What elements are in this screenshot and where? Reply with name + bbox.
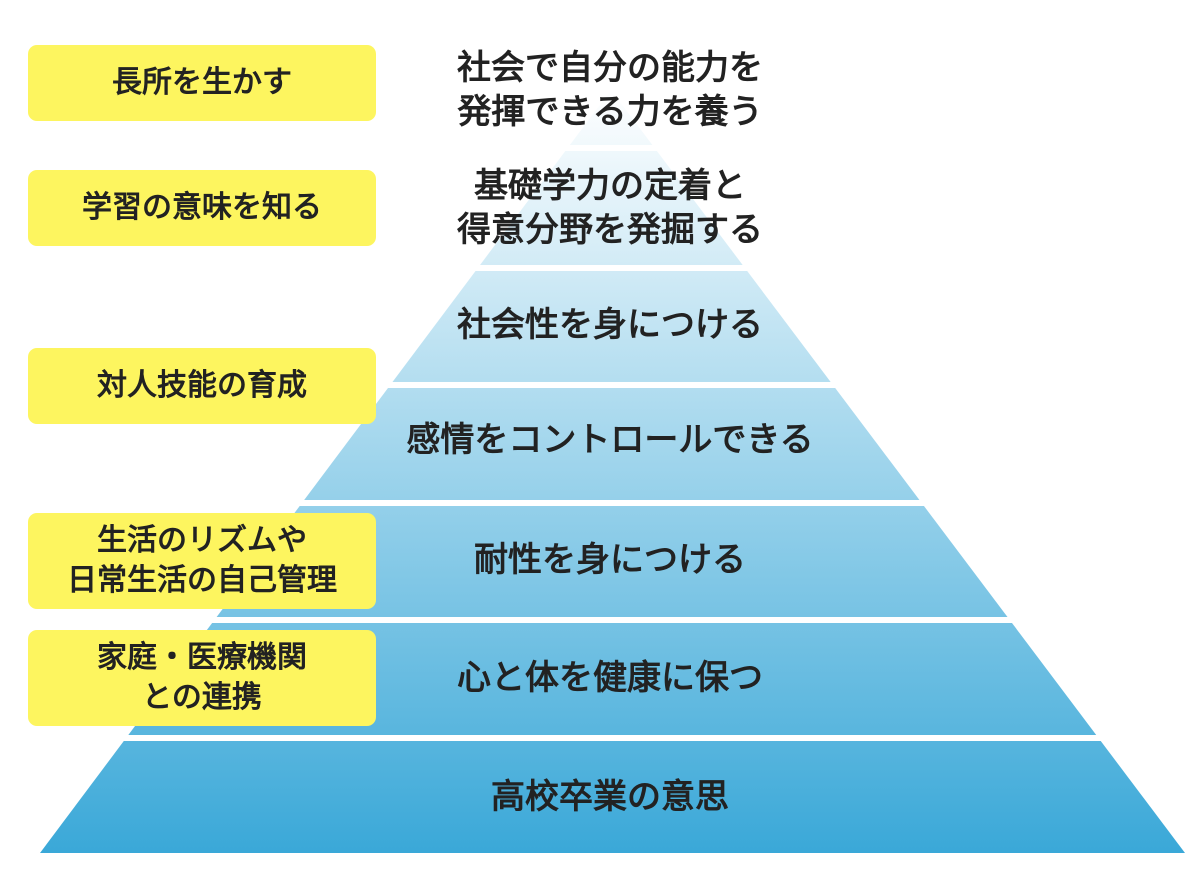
- tier-7-label: 高校卒業の意思: [491, 777, 729, 817]
- tier-1-label: 社会で自分の能力を 発揮できる力を養う: [457, 48, 763, 132]
- tier-separators: [122, 145, 1103, 741]
- tier-3-label: 社会性を身につける: [457, 305, 763, 345]
- side-box-strengths: 長所を生かす: [28, 45, 376, 121]
- tier-4-label: 感情をコントロールできる: [406, 420, 814, 460]
- tier-5-label: 耐性を身につける: [474, 540, 746, 580]
- side-box-learning-meaning: 学習の意味を知る: [28, 170, 376, 246]
- tier-6-label: 心と体を健康に保つ: [457, 658, 763, 698]
- tier-2-label: 基礎学力の定着と 得意分野を発掘する: [457, 166, 763, 250]
- side-box-self-management: 生活のリズムや 日常生活の自己管理: [28, 513, 376, 609]
- side-box-family-medical: 家庭・医療機関 との連携: [28, 630, 376, 726]
- side-box-interpersonal-skills: 対人技能の育成: [28, 348, 376, 424]
